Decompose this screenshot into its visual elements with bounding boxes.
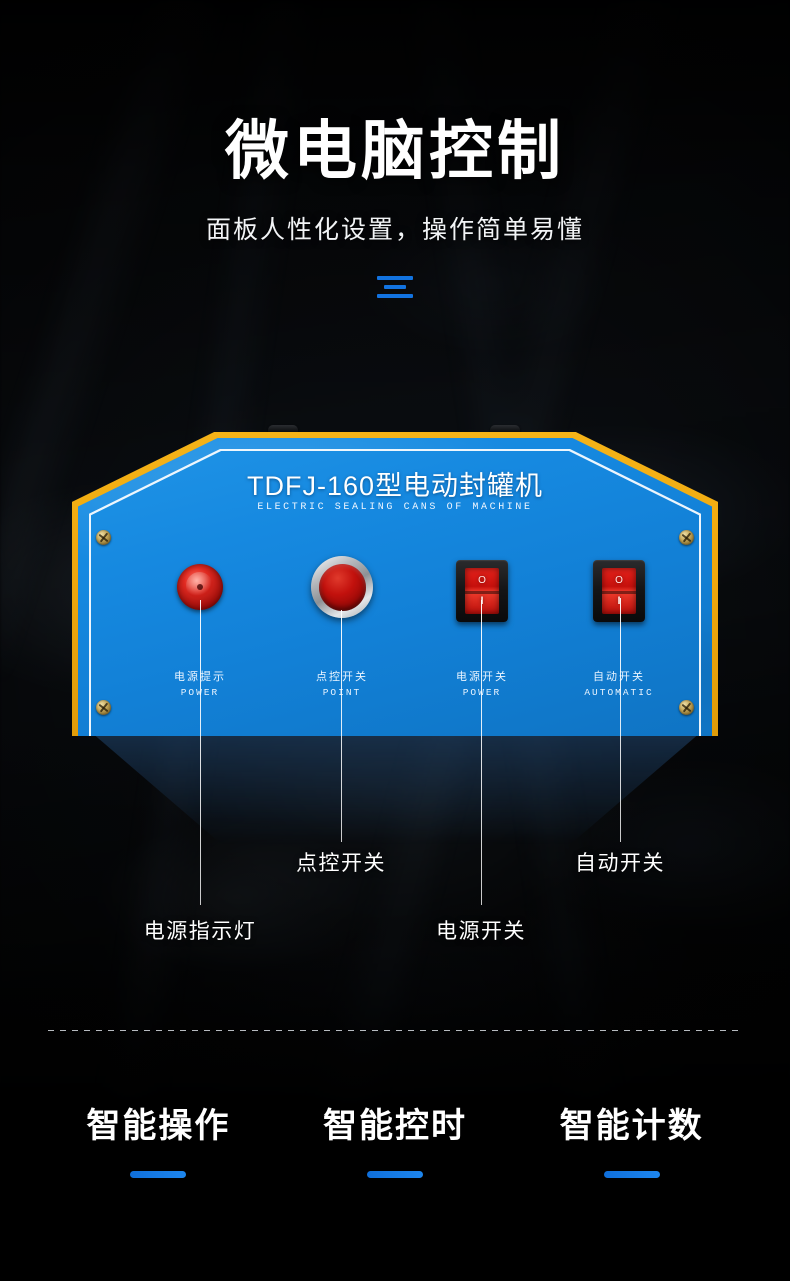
feature-underline-bar bbox=[130, 1171, 187, 1178]
feature-underline-bar bbox=[366, 1171, 423, 1178]
panel-screw-bottom-right bbox=[679, 700, 694, 715]
panel-screw-bottom-left bbox=[96, 700, 111, 715]
feature-item-smart-operation: 智能操作 bbox=[58, 1098, 258, 1178]
rocker-off-mark: O bbox=[478, 575, 486, 586]
control-label-automatic: 自动开关 AUTOMATIC bbox=[584, 668, 653, 698]
divider-bar-middle bbox=[384, 284, 406, 289]
section-divider bbox=[48, 1030, 742, 1031]
control-label-cn: 自动开关 bbox=[593, 671, 645, 683]
divider-bar-top bbox=[377, 275, 413, 280]
feature-row: 智能操作 智能控时 智能计数 bbox=[0, 1098, 790, 1178]
control-label-cn: 电源提示 bbox=[174, 668, 226, 684]
rocker-off-mark: O bbox=[615, 575, 623, 586]
panel-screw-top-left bbox=[96, 530, 111, 545]
feature-title: 智能控时 bbox=[322, 1107, 467, 1145]
panel-screw-top-right bbox=[679, 530, 694, 545]
panel-model-title: TDFJ-160型电动封罐机 bbox=[246, 471, 544, 501]
callout-line-automatic-switch bbox=[620, 598, 622, 842]
page-subtitle: 面板人性化设置，操作简单易懂 bbox=[205, 215, 584, 244]
automatic-rocker-switch[interactable]: O I bbox=[593, 560, 645, 622]
feature-item-smart-timing: 智能控时 bbox=[295, 1098, 495, 1178]
callout-label-automatic-switch: 自动开关 bbox=[575, 852, 665, 875]
rocker-on-mark: I bbox=[617, 595, 621, 607]
feature-title: 智能计数 bbox=[559, 1107, 704, 1145]
divider-bar-bottom bbox=[377, 293, 413, 298]
control-label-power-indicator: 电源提示 POWER bbox=[174, 668, 226, 698]
callout-line-power-switch bbox=[481, 600, 483, 905]
callout-line-power-indicator bbox=[200, 600, 202, 905]
panel-model-subtitle: ELECTRIC SEALING CANS OF MACHINE bbox=[257, 502, 533, 513]
callout-label-power-switch: 电源开关 bbox=[436, 920, 526, 943]
control-label-en: AUTOMATIC bbox=[584, 687, 654, 698]
control-panel-photo: TDFJ-160型电动封罐机 ELECTRIC SEALING CANS OF … bbox=[0, 425, 790, 844]
point-push-button[interactable] bbox=[311, 556, 373, 618]
three-bar-divider-icon bbox=[377, 275, 413, 298]
control-label-en: POWER bbox=[456, 687, 508, 698]
hero-header: 微电脑控制 面板人性化设置，操作简单易懂 bbox=[0, 0, 790, 298]
mounting-bolt-right bbox=[490, 425, 520, 435]
control-label-en: POINT bbox=[316, 687, 368, 698]
callout-label-power-indicator: 电源指示灯 bbox=[143, 920, 257, 943]
page-title: 微电脑控制 bbox=[225, 115, 565, 187]
control-label-en: POWER bbox=[174, 687, 226, 698]
feature-title: 智能操作 bbox=[86, 1107, 231, 1145]
feature-item-smart-counting: 智能计数 bbox=[532, 1098, 732, 1178]
feature-underline-bar bbox=[603, 1171, 660, 1178]
panel-content: TDFJ-160型电动封罐机 ELECTRIC SEALING CANS OF … bbox=[72, 432, 718, 736]
panel-bezel: TDFJ-160型电动封罐机 ELECTRIC SEALING CANS OF … bbox=[72, 432, 718, 736]
mounting-bolt-left bbox=[268, 425, 298, 435]
callout-label-point-switch: 点控开关 bbox=[296, 852, 386, 875]
callout-line-point-switch bbox=[341, 610, 343, 842]
rocker-paddle: O I bbox=[602, 568, 636, 614]
